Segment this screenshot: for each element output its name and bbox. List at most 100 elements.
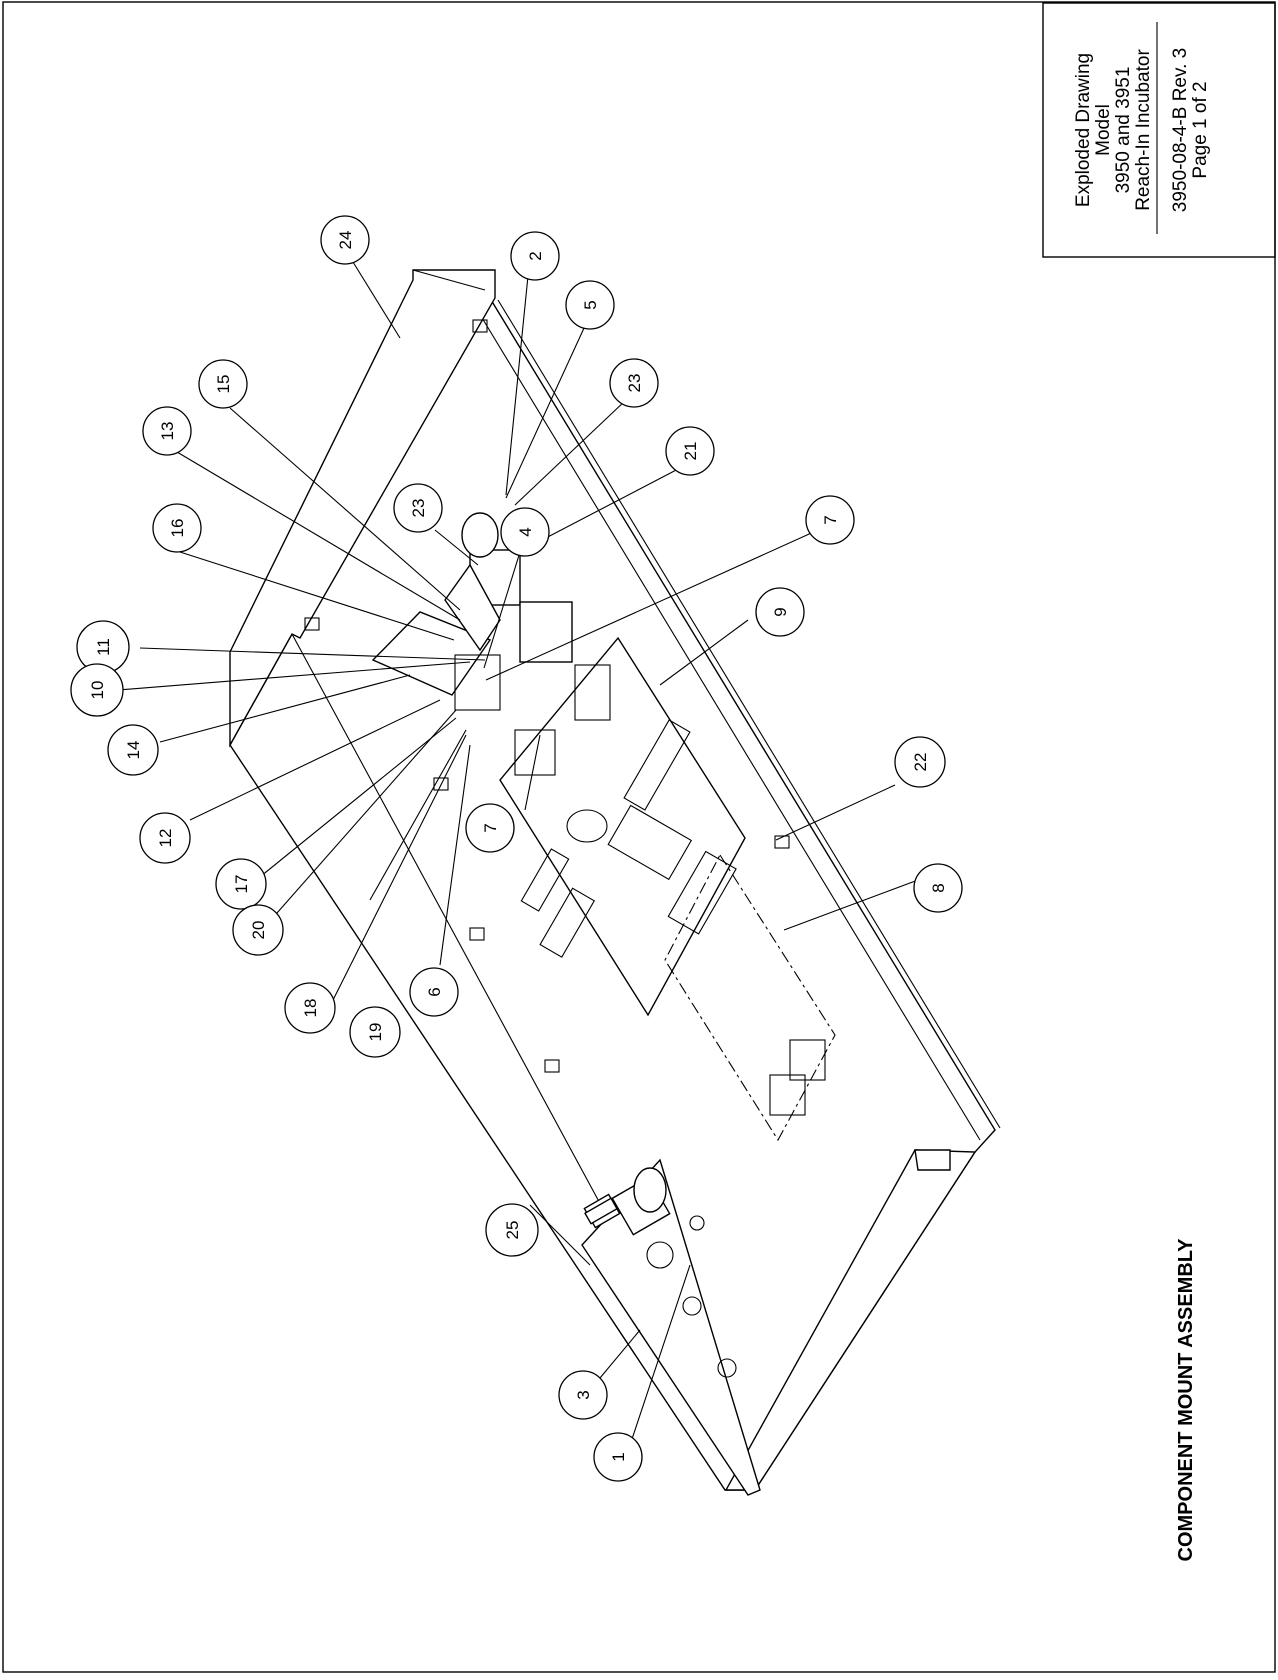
clip-5 <box>774 835 790 849</box>
leader-8 <box>783 879 919 931</box>
balloon-2: 2 <box>510 231 560 281</box>
svg-text:16: 16 <box>168 519 187 538</box>
balloon-1: 1 <box>593 1432 643 1482</box>
clip-3 <box>469 927 485 941</box>
balloon-14: 14 <box>107 724 159 776</box>
balloon-22: 22 <box>894 736 946 788</box>
svg-text:21: 21 <box>681 442 700 461</box>
balloon-8: 8 <box>913 863 963 913</box>
leader-15 <box>229 407 461 611</box>
bracket-hole-1 <box>682 1296 702 1316</box>
leader-14 <box>159 674 411 743</box>
pcb-capacitor <box>566 809 608 843</box>
chassis-pan <box>229 269 1001 1491</box>
display-header <box>667 850 737 935</box>
balloon-6: 6 <box>409 967 459 1017</box>
svg-text:10: 10 <box>88 681 107 700</box>
leader-17 <box>249 717 457 886</box>
leader-5 <box>505 314 591 499</box>
balloon-24: 24 <box>320 215 370 265</box>
assembly-label: COMPONENT MOUNT ASSEMBLY <box>1175 1238 1197 1562</box>
svg-text:23: 23 <box>625 374 644 393</box>
label-decal <box>371 563 501 711</box>
balloon-9: 9 <box>755 587 805 637</box>
pcb-terminal <box>539 887 596 958</box>
leader-12 <box>189 699 441 821</box>
title-block-frame <box>1042 2 1276 258</box>
warning-label <box>444 563 501 652</box>
svg-text:6: 6 <box>425 987 444 996</box>
doc-number: 3950-08-4-B Rev. 3 <box>1170 48 1191 212</box>
valve-coil <box>633 1167 667 1213</box>
svg-text:25: 25 <box>503 1221 522 1240</box>
leader-6 <box>439 744 471 966</box>
leader-20 <box>261 709 457 931</box>
pcb-relay <box>574 664 611 721</box>
caution-label <box>371 611 492 696</box>
svg-text:11: 11 <box>94 638 113 656</box>
control-board <box>499 636 746 1017</box>
title-line-2: Model <box>1093 104 1114 156</box>
svg-text:22: 22 <box>911 753 930 772</box>
svg-text:17: 17 <box>232 875 251 894</box>
svg-text:18: 18 <box>301 999 320 1018</box>
svg-text:15: 15 <box>214 375 233 394</box>
svg-text:24: 24 <box>336 231 355 250</box>
pcb-header <box>520 848 570 912</box>
svg-text:1: 1 <box>609 1452 628 1461</box>
svg-text:20: 20 <box>249 921 268 940</box>
balloon-25: 25 <box>485 1203 539 1257</box>
display-connector-2 <box>769 1074 806 1116</box>
clip-4 <box>544 1059 560 1073</box>
leader-3 <box>599 1329 641 1379</box>
leader-7a <box>485 529 819 681</box>
svg-text:23: 23 <box>409 499 428 518</box>
svg-text:19: 19 <box>366 1023 385 1042</box>
svg-text:5: 5 <box>581 300 600 309</box>
balloon-5: 5 <box>565 280 615 330</box>
pcb-chip <box>607 804 693 881</box>
leader-9 <box>659 619 749 686</box>
balloon-20: 20 <box>232 904 284 956</box>
balloon-17: 17 <box>215 858 267 910</box>
svg-text:3: 3 <box>574 1390 593 1399</box>
balloon-19: 19 <box>349 1006 401 1058</box>
svg-text:7: 7 <box>821 515 840 524</box>
balloon-15: 15 <box>198 359 248 409</box>
balloon-7a: 7 <box>805 495 855 545</box>
leader-21 <box>541 467 681 541</box>
bracket-hole-3 <box>646 1241 674 1269</box>
leader-2 <box>505 255 531 496</box>
pcb-connector <box>623 719 691 811</box>
display-board <box>664 850 836 1142</box>
leader-11 <box>139 647 486 661</box>
solenoid-valve <box>583 1167 671 1236</box>
pan-flange-line-2 <box>497 299 1001 1129</box>
balloon-16: 16 <box>152 503 202 553</box>
transformer <box>461 512 573 663</box>
bracket-hole-2 <box>717 1358 737 1378</box>
clip-2 <box>433 777 449 791</box>
leader-10 <box>117 661 471 691</box>
leader-13 <box>176 451 461 621</box>
leader-18 <box>327 734 467 1011</box>
leader-16 <box>179 551 455 641</box>
svg-text:7: 7 <box>481 823 500 832</box>
balloon-10: 10 <box>70 663 124 717</box>
display-connector-1 <box>789 1039 826 1081</box>
leader-19 <box>369 729 467 901</box>
balloon-13: 13 <box>142 406 192 456</box>
svg-text:12: 12 <box>156 829 175 848</box>
leader-7b <box>524 734 541 811</box>
balloon-11: 11 <box>76 620 130 674</box>
leader-22 <box>775 784 896 841</box>
balloon-23b: 23 <box>393 483 443 533</box>
pcb-socket <box>514 729 556 776</box>
rear-wall <box>229 269 496 748</box>
clip-6 <box>472 319 488 333</box>
clips <box>304 319 790 1073</box>
balloon-3: 3 <box>558 1370 608 1420</box>
leader-23a <box>514 399 627 506</box>
